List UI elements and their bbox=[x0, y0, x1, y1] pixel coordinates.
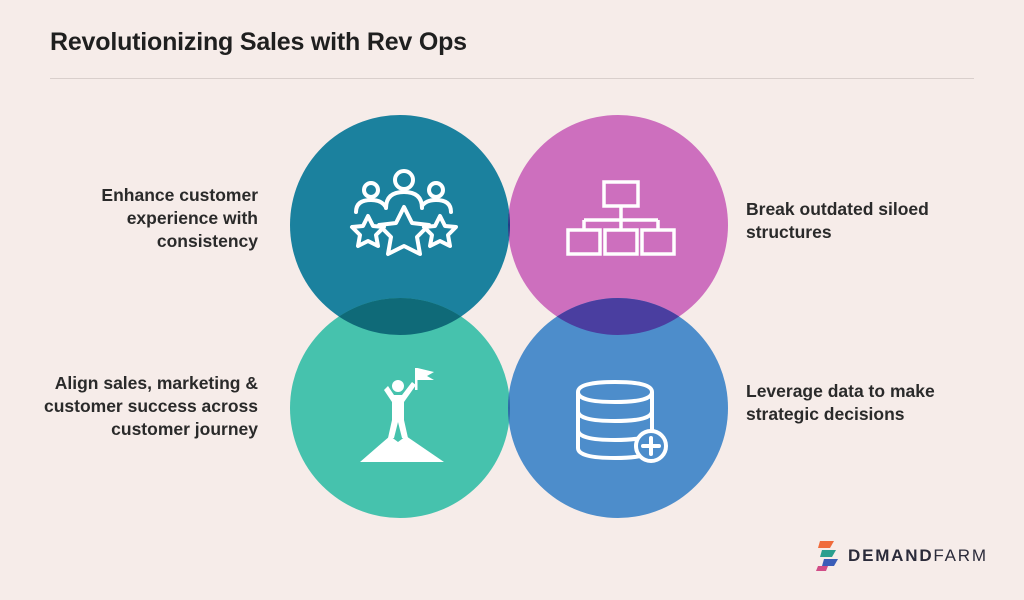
label-top-left: Enhance customer experience with consist… bbox=[101, 185, 258, 251]
page-title: Revolutionizing Sales with Rev Ops bbox=[50, 28, 467, 56]
database-add-icon bbox=[576, 379, 668, 463]
team-star-icon bbox=[350, 169, 458, 256]
circle-bottom-right bbox=[508, 298, 728, 518]
circle-top-left bbox=[290, 115, 510, 335]
label-bottom-right: Leverage data to make strategic decision… bbox=[746, 381, 935, 424]
title-divider bbox=[50, 78, 974, 79]
circle-top-right bbox=[508, 115, 728, 335]
summit-flag-icon bbox=[360, 368, 444, 462]
demandfarm-logo: DEMANDFARM bbox=[816, 538, 988, 574]
logo-text-farm: FARM bbox=[933, 546, 988, 565]
label-bottom-left: Align sales, marketing & customer succes… bbox=[43, 373, 258, 439]
logo-text-demand: DEMAND bbox=[848, 546, 934, 565]
org-chart-icon bbox=[566, 180, 676, 256]
logo-wordmark: DEMANDFARM bbox=[848, 546, 988, 566]
demandfarm-logo-icon bbox=[816, 541, 838, 571]
label-top-right: Break outdated siloed structures bbox=[746, 199, 929, 242]
